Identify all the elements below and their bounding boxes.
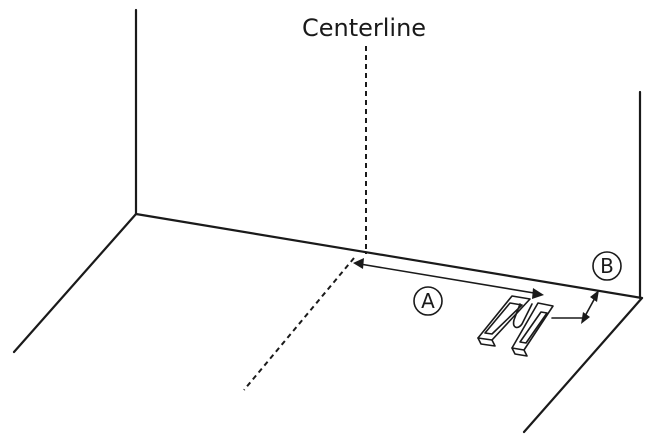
centerline-floor-dashed (243, 257, 355, 391)
wall-floor-baseline (134, 212, 644, 300)
dimension-a-line (359, 263, 541, 295)
dimension-a-arrow-left (353, 258, 364, 269)
bracket-right-plate-inner (519, 311, 548, 344)
dimension-a-arrow-right (532, 288, 544, 299)
callout-a-label: A (421, 289, 435, 313)
bracket-left-plate-side (477, 337, 496, 347)
mounting-bracket (477, 295, 554, 357)
floor-right-edge (522, 296, 644, 434)
dimension-b-arrow-bottom (581, 312, 590, 324)
dimension-b-arrow-top (590, 290, 599, 302)
bracket-hook (512, 303, 533, 329)
bracket-right-plate-side (511, 347, 528, 357)
bracket-left-plate-inner (484, 302, 523, 335)
callout-b-label: B (600, 254, 614, 278)
callout-b-circle (592, 251, 622, 281)
centerline-label: Centerline (302, 14, 426, 42)
callout-a-circle (413, 286, 443, 316)
floor-left-edge (12, 212, 138, 354)
